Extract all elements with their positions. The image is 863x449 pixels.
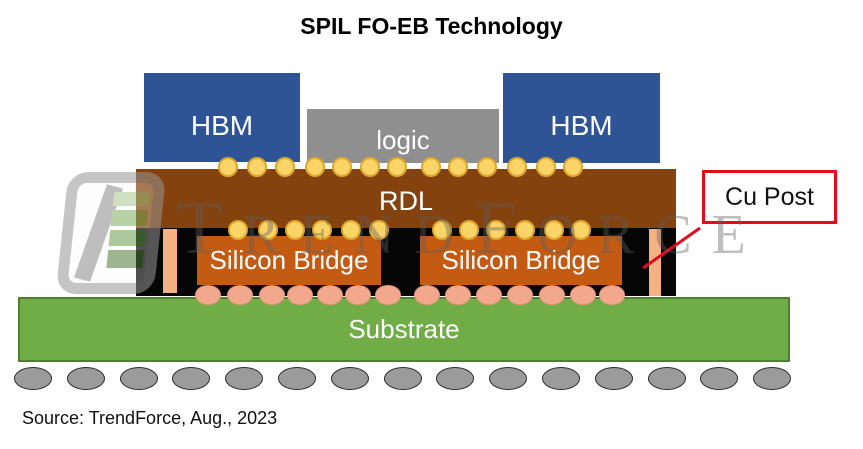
page-title: SPIL FO-EB Technology: [300, 13, 563, 39]
logo-diagonal: [73, 184, 124, 282]
solder-ball: [120, 366, 158, 390]
cu-post-left: [163, 229, 177, 293]
solder-ball: [753, 366, 791, 390]
substrate-block: Substrate: [18, 297, 790, 362]
logic-label: logic: [376, 124, 430, 155]
solder-ball: [595, 366, 633, 390]
solder-ball: [278, 366, 316, 390]
silicon-bridge-left-label: Silicon Bridge: [209, 245, 369, 275]
silicon-bridge-right-block: Silicon Bridge: [420, 236, 622, 285]
cu-post-callout-label: Cu Post: [725, 182, 814, 211]
solder-ball: [225, 366, 263, 390]
cu-post-right: [649, 229, 661, 296]
hbm-left-block: HBM: [144, 73, 300, 162]
hbm-right-block: HBM: [503, 73, 660, 163]
logic-block: logic: [307, 109, 499, 163]
solder-ball: [331, 366, 369, 390]
source-note: Source: TrendForce, Aug., 2023: [22, 408, 278, 428]
solder-ball: [542, 366, 580, 390]
solder-ball: [14, 366, 52, 390]
hbm-right-label: HBM: [550, 110, 613, 141]
solder-ball: [700, 366, 738, 390]
hbm-left-label: HBM: [190, 109, 254, 141]
rdl-block: RDL: [136, 169, 676, 228]
substrate-label: Substrate: [348, 314, 460, 344]
silicon-bridge-right-label: Silicon Bridge: [441, 245, 601, 275]
solder-ball: [67, 366, 105, 390]
solder-ball: [436, 366, 474, 390]
solder-ball: [648, 366, 686, 390]
rdl-label: RDL: [378, 186, 433, 216]
silicon-bridge-left-block: Silicon Bridge: [197, 236, 381, 285]
solder-ball: [489, 366, 527, 390]
solder-ball: [172, 366, 210, 390]
cu-post-callout: Cu Post: [702, 170, 837, 224]
solder-ball: [384, 366, 422, 390]
